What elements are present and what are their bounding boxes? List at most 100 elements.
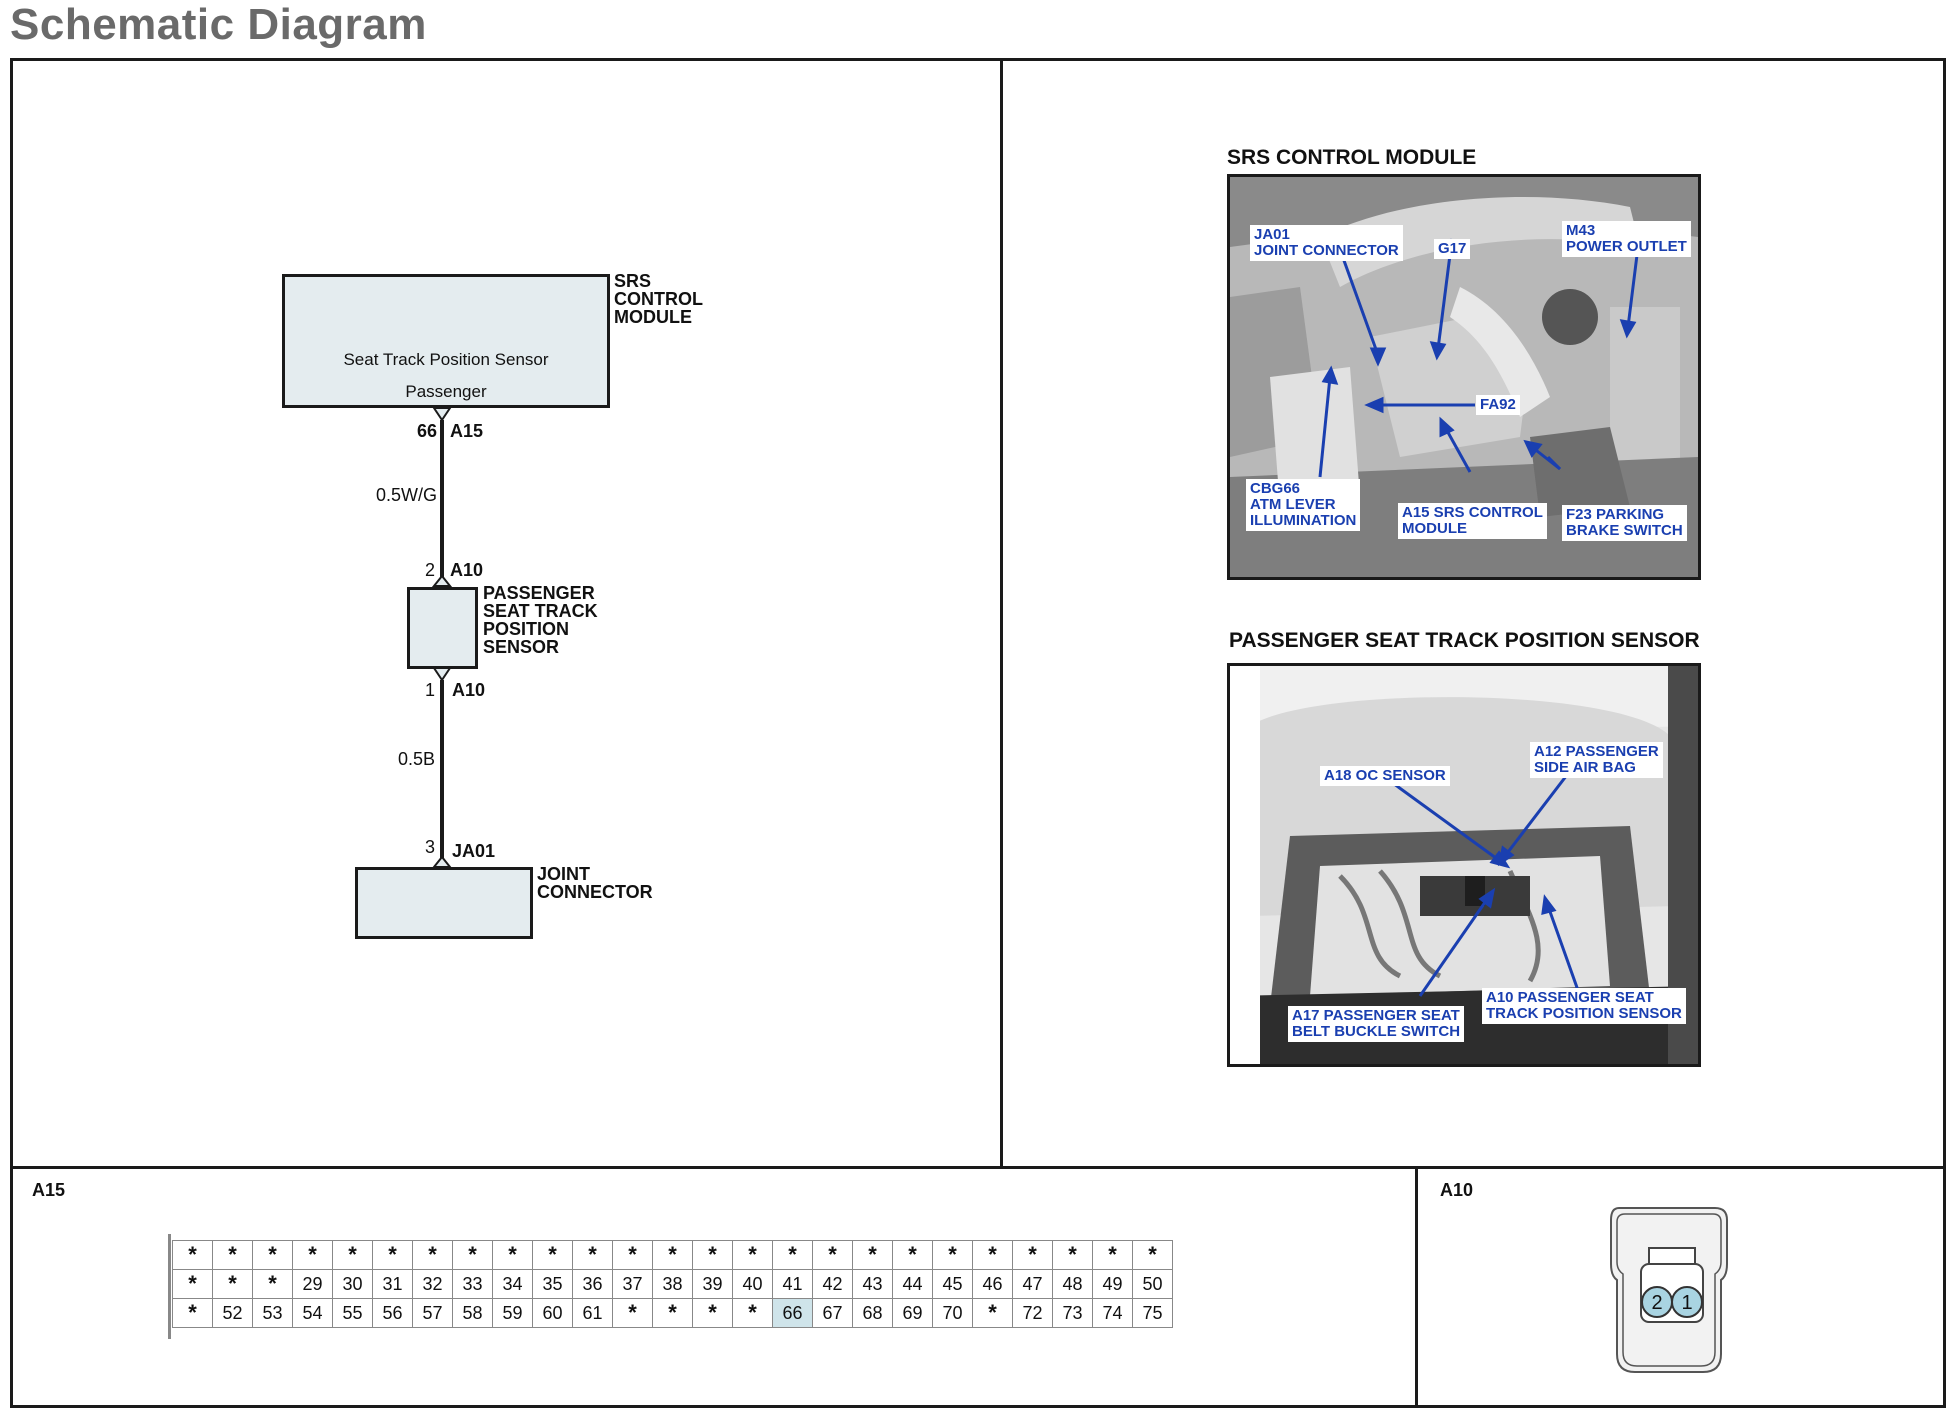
a15-pin-cell: *: [332, 1240, 373, 1270]
seat-photo-title: PASSENGER SEAT TRACK POSITION SENSOR: [1229, 629, 1700, 652]
a15-pin-cell: *: [172, 1298, 213, 1328]
conn-a10-bottom-label: A10: [452, 680, 486, 700]
a15-pin-cell: 58: [452, 1298, 493, 1328]
a15-pin-cell: 50: [1132, 1269, 1173, 1299]
a15-pin-cell: 36: [572, 1269, 613, 1299]
a15-pin-cell: 72: [1012, 1298, 1053, 1328]
callout-line: ATM LEVER: [1250, 496, 1336, 513]
a15-pin-cell: *: [212, 1269, 253, 1299]
callout-line: TRACK POSITION SENSOR: [1486, 1005, 1682, 1022]
wire-2-spec: 0.5B: [398, 749, 436, 769]
callout-line: SIDE AIR BAG: [1534, 759, 1636, 776]
callout-line: A15 SRS CONTROL: [1402, 504, 1543, 521]
a15-pin-cell: 48: [1052, 1269, 1093, 1299]
a15-pin-cell: 56: [372, 1298, 413, 1328]
a15-pin-cell: 30: [332, 1269, 373, 1299]
callout-line: BRAKE SWITCH: [1566, 522, 1683, 539]
callout-line: A18 OC SENSOR: [1324, 767, 1446, 784]
a15-pin-cell: 40: [732, 1269, 773, 1299]
a15-pin-cell: 39: [692, 1269, 733, 1299]
a15-pin-cell: 73: [1052, 1298, 1093, 1328]
wire-1-spec: 0.5W/G: [376, 485, 438, 505]
a10-connector-face: 2 1: [1610, 1207, 1728, 1373]
srs-label-line: MODULE: [614, 307, 692, 327]
callout-line: A12 PASSENGER: [1534, 743, 1659, 760]
a15-pin-cell: *: [652, 1298, 693, 1328]
callout-g17: G17: [1434, 239, 1471, 259]
srs-box-line-1: Seat Track Position Sensor: [343, 350, 549, 369]
a15-pin-cell: 43: [852, 1269, 893, 1299]
callout-line: BELT BUCKLE SWITCH: [1292, 1023, 1461, 1040]
pin-2-label: 2: [425, 560, 436, 580]
a15-pin-cell: 41: [772, 1269, 813, 1299]
a15-pin-cell: *: [1132, 1240, 1173, 1270]
a15-pin-cell: *: [892, 1240, 933, 1270]
a15-pin-cell: *: [452, 1240, 493, 1270]
pin-3-label: 3: [425, 837, 436, 857]
a10-pin-1: 1: [1681, 1292, 1692, 1314]
callout-line: ILLUMINATION: [1250, 512, 1357, 529]
a15-pin-cell: 29: [292, 1269, 333, 1299]
callout-f23: F23 PARKING BRAKE SWITCH: [1562, 505, 1687, 541]
sensor-label: PASSENGER SEAT TRACK POSITION SENSOR: [483, 584, 598, 656]
a15-pin-cell: *: [732, 1240, 773, 1270]
pin-66-label: 66: [417, 421, 438, 441]
a15-pin-cell: 53: [252, 1298, 293, 1328]
a15-pin-cell: *: [412, 1240, 453, 1270]
a15-pin-cell: *: [972, 1298, 1013, 1328]
a15-pin-cell: *: [372, 1240, 413, 1270]
a15-pin-cell: 67: [812, 1298, 853, 1328]
joint-connector-box: [355, 867, 533, 939]
srs-photo-title: SRS CONTROL MODULE: [1227, 146, 1477, 169]
a15-pin-cell: *: [692, 1298, 733, 1328]
a15-pin-cell: 74: [1092, 1298, 1133, 1328]
a15-pin-cell: *: [1092, 1240, 1133, 1270]
a15-pin-cell: *: [1052, 1240, 1093, 1270]
a15-pin-cell: 34: [492, 1269, 533, 1299]
connector-panel-divider: [1415, 1166, 1418, 1408]
panel-divider: [1000, 58, 1003, 1168]
connector-mark-a10-bottom: [432, 667, 452, 682]
a15-pin-cell: 61: [572, 1298, 613, 1328]
callout-line: JOINT CONNECTOR: [1254, 242, 1399, 259]
a15-pin-cell: 55: [332, 1298, 373, 1328]
callout-line: CBG66: [1250, 480, 1301, 497]
a15-pin-cell: *: [732, 1298, 773, 1328]
connector-mark-a15: [432, 407, 452, 422]
a15-pin-cell: 31: [372, 1269, 413, 1299]
a15-pin-cell: 33: [452, 1269, 493, 1299]
a15-pin-cell: 37: [612, 1269, 653, 1299]
a15-pin-cell: *: [492, 1240, 533, 1270]
a15-pin-cell: *: [612, 1240, 653, 1270]
a15-pin-cell: *: [652, 1240, 693, 1270]
a15-pin-cell: *: [172, 1240, 213, 1270]
callout-line: POWER OUTLET: [1566, 238, 1687, 255]
a15-pin-cell: 42: [812, 1269, 853, 1299]
a15-pin-cell: *: [692, 1240, 733, 1270]
callout-line: MODULE: [1402, 520, 1467, 537]
connector-mark-ja01: [431, 855, 453, 868]
srs-label-line: CONTROL: [614, 289, 703, 309]
a15-pin-cell: 70: [932, 1298, 973, 1328]
a15-pin-cell: 52: [212, 1298, 253, 1328]
connector-divider: [10, 1166, 1946, 1169]
sensor-label-line: PASSENGER: [483, 583, 595, 603]
a15-pin-cell: 46: [972, 1269, 1013, 1299]
a15-pin-cell: *: [932, 1240, 973, 1270]
callout-cbg66: CBG66 ATM LEVER ILLUMINATION: [1246, 479, 1361, 531]
a15-pin-cell: *: [252, 1269, 293, 1299]
a15-pin-cell: 54: [292, 1298, 333, 1328]
callout-a18: A18 OC SENSOR: [1320, 766, 1450, 786]
connector-mark-a10-top: [431, 574, 453, 587]
a15-pin-cell: *: [292, 1240, 333, 1270]
page-title: Schematic Diagram: [10, 0, 427, 49]
a15-pin-cell: *: [972, 1240, 1013, 1270]
joint-label-line: JOINT: [537, 864, 591, 884]
callout-line: A17 PASSENGER SEAT: [1292, 1007, 1460, 1024]
callout-line: JA01: [1254, 226, 1290, 243]
a15-pin-cell: *: [572, 1240, 613, 1270]
a15-pin-cell: 49: [1092, 1269, 1133, 1299]
a15-pin-cell: 38: [652, 1269, 693, 1299]
